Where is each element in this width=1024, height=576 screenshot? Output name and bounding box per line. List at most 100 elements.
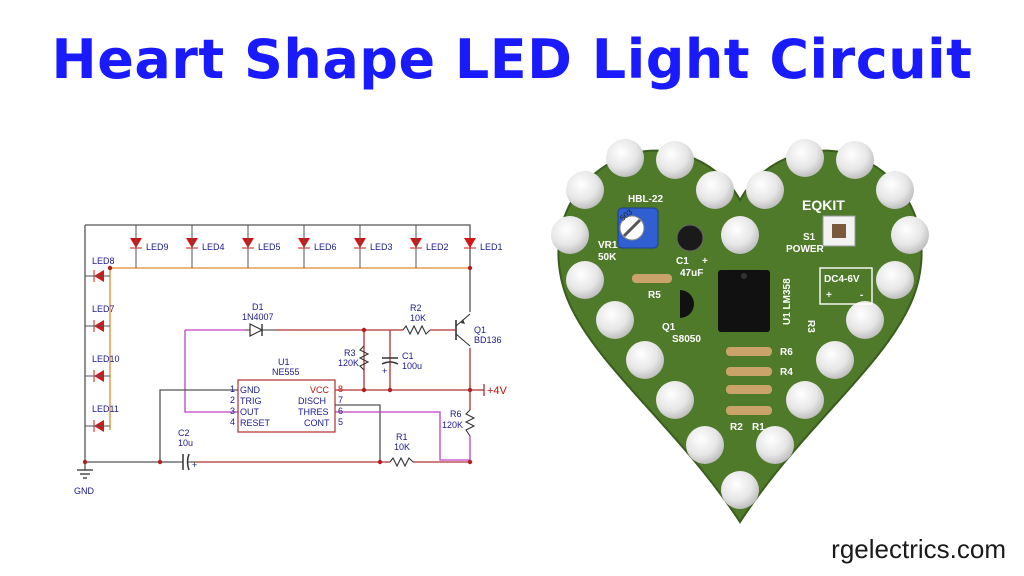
pcb-led [786,139,824,177]
u1-pin-number: 4 [230,417,235,427]
c2-ref: C2 [178,428,190,438]
pcb-led [876,171,914,209]
pcb-led [846,301,884,339]
pcb-c1-plus: + [702,256,708,267]
led-label: LED4 [202,242,225,252]
ground-symbol: GND [74,469,95,496]
led-symbol: LED1 [464,238,503,252]
gnd-label: GND [74,486,95,496]
pcb-led [721,216,759,254]
u1-pin-label: CONT [304,418,330,428]
resistor-r1: R1 10K [389,432,414,468]
resistor-r3: R3 120K [338,345,370,371]
u1-pin-label: VCC [310,385,330,395]
led-symbol: LED7 [85,304,115,332]
page-title: Heart Shape LED Light Circuit [51,28,973,91]
r2-value: 10K [410,313,426,323]
pcb-c1-value: 47uF [680,268,703,279]
pcb-led [786,381,824,419]
pcb-supply-minus: - [860,290,863,301]
u1-pin-label: THRES [298,407,329,417]
u1-pin-label: OUT [240,407,260,417]
pcb-led [551,216,589,254]
c1-value: 100u [402,361,422,371]
capacitor-c1: + C1 100u [381,351,422,376]
pcb-led [756,426,794,464]
pcb-resistor-stack [726,347,772,415]
q1-value: BD136 [474,335,502,345]
pcb-led [596,301,634,339]
r3-value: 120K [338,358,359,368]
r1-ref: R1 [396,432,408,442]
pcb-led [816,341,854,379]
led-symbol: LED3 [354,225,393,268]
pcb-c1-ref: C1 [676,256,689,267]
u1-pin-number: 6 [338,406,343,416]
diode-d1: D1 1N4007 [242,302,275,337]
led-symbol: LED6 [298,225,337,268]
resistor-r6: R6 120K [442,409,476,437]
d1-ref: D1 [252,302,264,312]
pcb-r6-label: R6 [780,347,793,358]
ic-u1-ne555: U1 NE555 GND TRIG OUT RESET 1 2 3 4 VCC … [230,357,343,433]
u1-pin-number: 1 [230,384,235,394]
resistor-r2: R2 10K [402,303,431,336]
pcb-vr1-ref: VR1 [598,240,618,251]
capacitor-c2: + C2 10u [178,428,197,471]
led-label: LED6 [314,242,337,252]
c2-value: 10u [178,438,193,448]
pcb-r3-label: R3 [805,320,816,333]
led-symbol: LED10 [85,354,120,382]
pcb-led [836,141,874,179]
left-led-column: LED8 LED7 LED10 LED11 [85,256,120,432]
pcb-led [696,171,734,209]
schematic-diagram: LED9 LED4 LED5 LED6 LED3 LED2 LED1 LED8 … [74,224,508,496]
pcb-led [566,261,604,299]
pcb-r5-label: R5 [648,290,661,301]
c1-ref: C1 [402,351,414,361]
pcb-r1-label: R1 [752,422,765,433]
watermark: rgelectrics.com [831,534,1006,564]
r6-ref: R6 [450,409,462,419]
led-label: LED1 [480,242,503,252]
led-label: LED2 [426,242,449,252]
led-label: LED8 [92,256,115,266]
pcb-ic-u1: U1 LM358 [718,270,793,332]
pcb-led [721,471,759,509]
pcb-led [876,261,914,299]
pcb-s1-ref: S1 [803,232,816,243]
d1-value: 1N4007 [242,312,274,322]
pcb-led [746,171,784,209]
heart-pcb-photo: HBL-22 503 VR1 50K C1 + 47uF EQKIT S1 PO… [551,139,929,524]
u1-value: NE555 [272,367,300,377]
led-symbol: LED2 [410,225,449,268]
pcb-led [566,171,604,209]
pcb-board-name: HBL-22 [628,194,663,205]
pcb-transistor-label: S8050 [672,334,701,345]
u1-pin-number: 3 [230,406,235,416]
pcb-supply-terminal: DC4-6V + - [819,267,873,305]
u1-pin-label: DISCH [298,396,326,406]
led-symbol: LED5 [242,225,281,268]
led-label: LED11 [92,404,119,414]
led-label: LED5 [258,242,281,252]
pcb-supply-plus: + [826,290,832,301]
u1-pin-number: 2 [230,395,235,405]
q1-ref: Q1 [474,325,486,335]
u1-pin-label: GND [240,385,261,395]
supply-label: +4V [487,385,508,397]
supply-terminal: +4V [483,384,508,397]
pcb-supply-label: DC4-6V [824,274,860,285]
pcb-u1-label: U1 LM358 [782,278,793,325]
u1-pin-number: 8 [338,384,343,394]
led-label: LED3 [370,242,393,252]
pcb-r4-label: R4 [780,367,793,378]
transistor-q1: Q1 BD136 [455,313,502,347]
r1-value: 10K [394,442,410,452]
pcb-resistor-r5: R5 [632,274,672,301]
u1-pin-number: 7 [338,395,343,405]
u1-pin-label: TRIG [240,396,262,406]
pcb-q1-label: Q1 [662,322,676,333]
pcb-brand: EQKIT [802,197,845,213]
pcb-vr1-value: 50K [598,252,617,263]
